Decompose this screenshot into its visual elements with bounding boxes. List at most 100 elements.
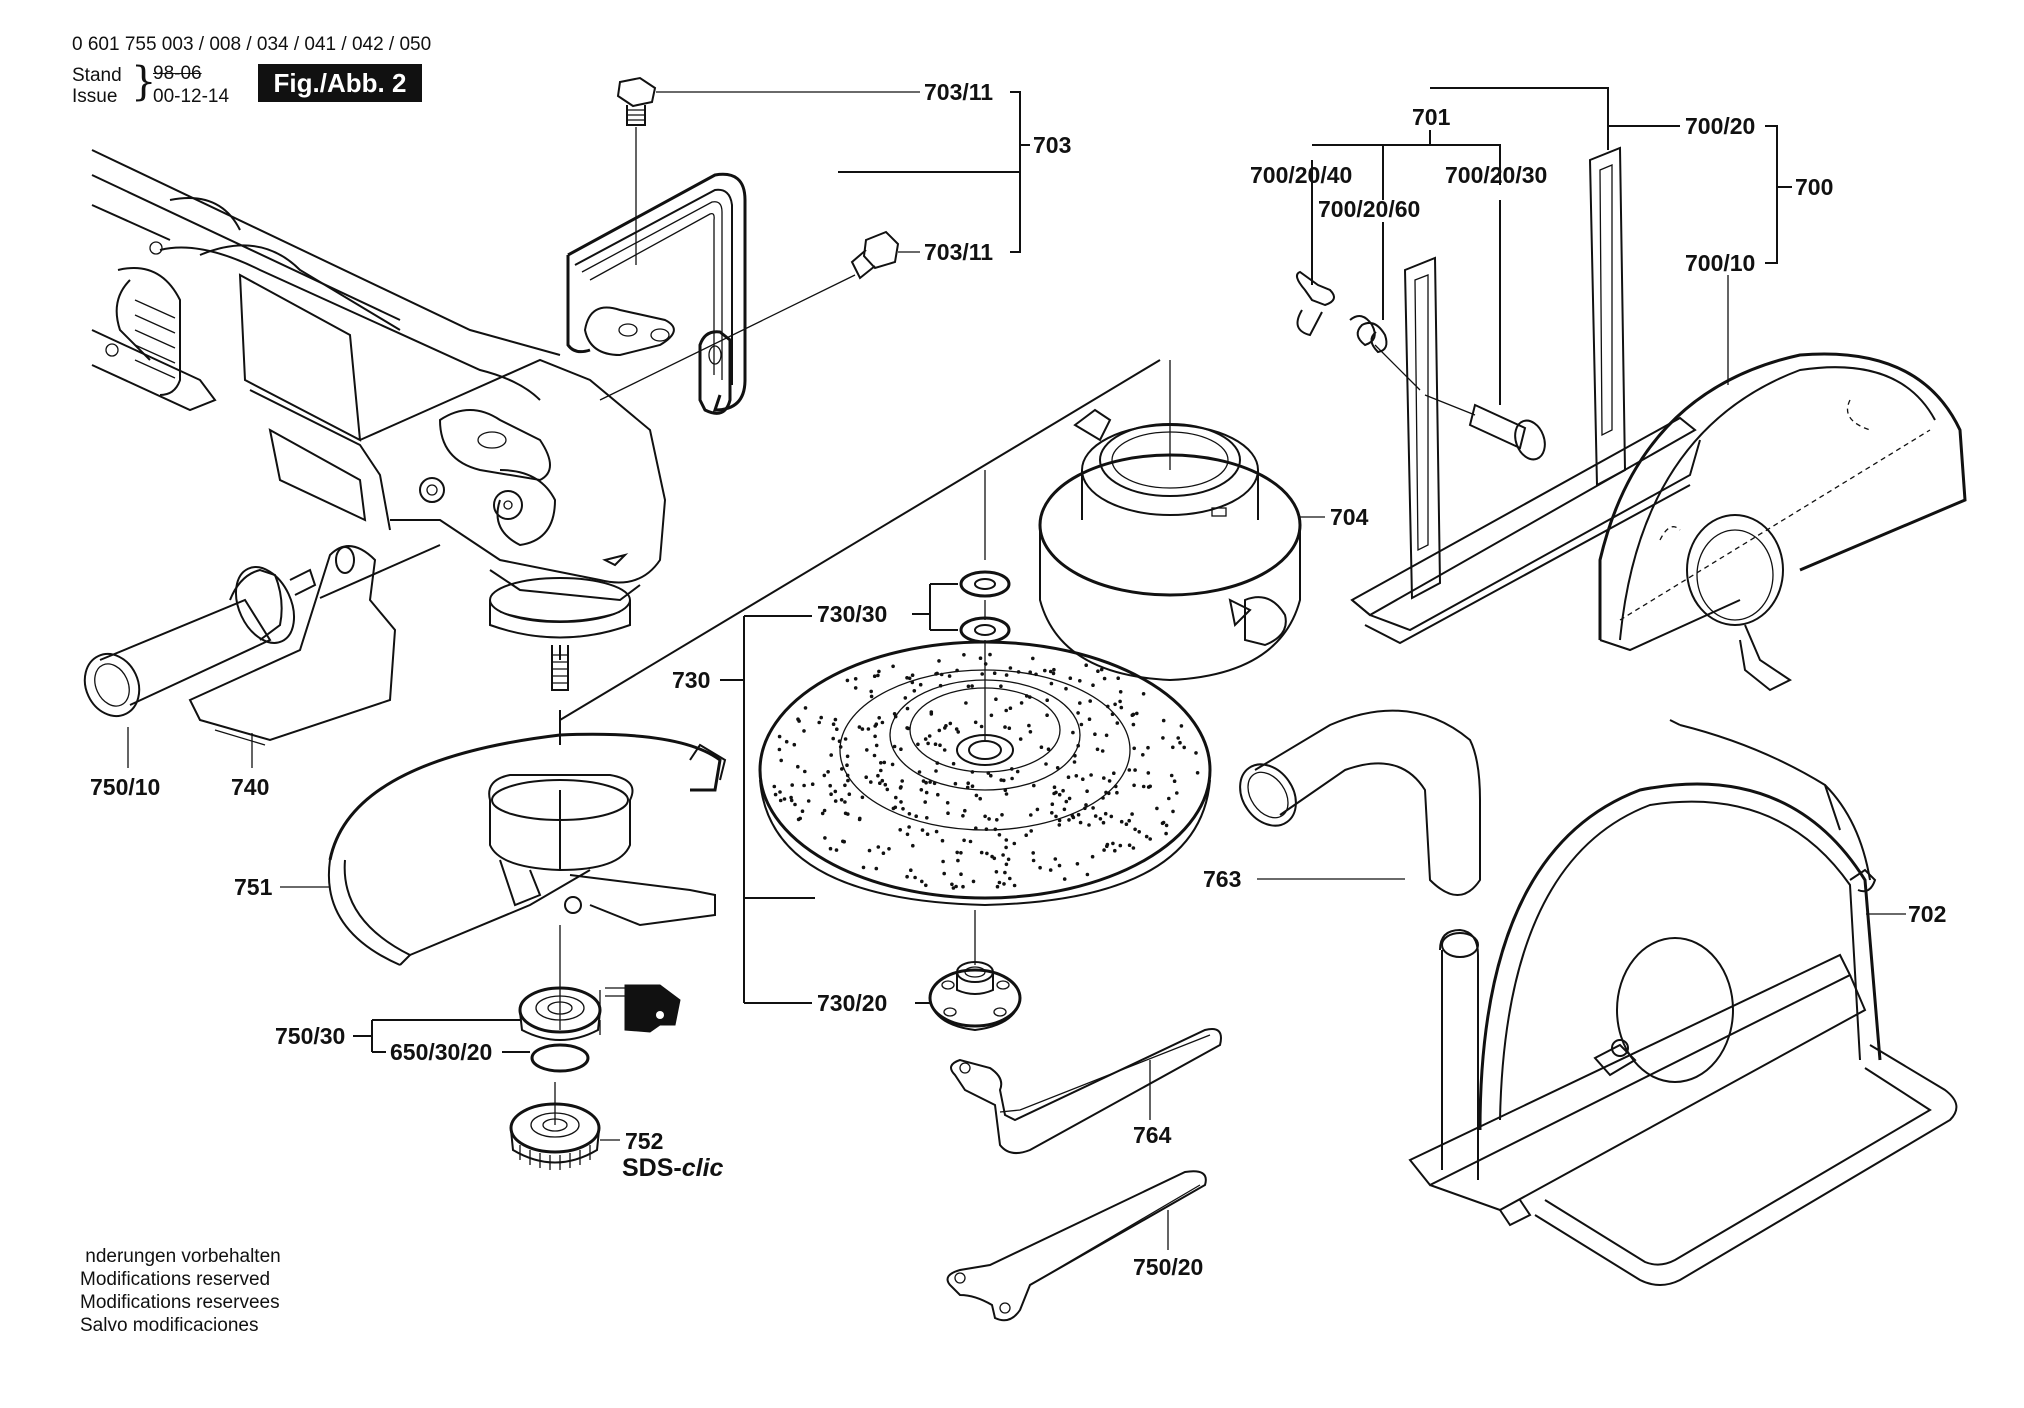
- perforation-dot: [839, 798, 844, 802]
- perforation-dot: [933, 742, 938, 746]
- perforation-dot: [986, 771, 991, 775]
- part-label-703: 703: [1033, 132, 1072, 158]
- perforation-dot: [940, 838, 945, 843]
- perforation-dot: [1115, 790, 1119, 795]
- perforation-dot: [1102, 776, 1106, 780]
- perforation-dot: [882, 760, 887, 765]
- perforation-dot: [1057, 792, 1062, 797]
- perforation-dot: [1172, 779, 1177, 783]
- callout-bracket-730: [720, 615, 930, 1004]
- perforation-dot: [1132, 746, 1136, 751]
- perforation-dot: [1055, 766, 1060, 770]
- perforation-dot: [912, 689, 917, 693]
- perforation-dot: [956, 730, 960, 734]
- perforation-dot: [999, 778, 1003, 782]
- model-numbers: 0 601 755 003 / 008 / 034 / 041 / 042 / …: [72, 34, 432, 55]
- perforation-dot: [1112, 771, 1116, 775]
- perforation-dot: [898, 828, 902, 832]
- o-ring: [530, 1043, 590, 1073]
- perforation-dot: [838, 745, 843, 749]
- perforation-dot: [935, 761, 940, 765]
- perforation-dot: [923, 737, 928, 741]
- perforation-dot: [1008, 666, 1013, 670]
- perforation-dot: [1072, 760, 1077, 764]
- figure-label: Fig./Abb. 2: [258, 64, 422, 102]
- wrench-750-20: [946, 1170, 1207, 1322]
- perforation-dot: [1088, 699, 1092, 703]
- perforation-dot: [993, 827, 998, 832]
- perforation-dot: [1028, 730, 1033, 734]
- perforation-dot: [920, 828, 925, 832]
- perforation-dot: [1164, 831, 1168, 836]
- perforation-dot: [1004, 862, 1009, 867]
- perforation-dot: [826, 770, 830, 774]
- perforation-dot: [919, 788, 924, 792]
- sds-clic-prefix: SDS-: [622, 1154, 682, 1182]
- perforation-dot: [1008, 876, 1012, 881]
- perforation-dot: [916, 742, 920, 747]
- issue-date: 00-12-14: [153, 86, 230, 107]
- old-date: 98-06: [153, 63, 202, 84]
- cutting-guard: [1598, 352, 1967, 692]
- perforation-dot: [1043, 668, 1047, 673]
- perforation-dot: [928, 780, 932, 784]
- perforation-dot: [1104, 790, 1108, 795]
- perforation-dot: [923, 800, 927, 804]
- perforation-dot: [777, 734, 782, 739]
- protective-guard: [327, 732, 727, 966]
- perforation-dot: [961, 814, 965, 818]
- perforation-dot: [948, 721, 953, 726]
- perforation-dot: [1118, 843, 1123, 848]
- perforation-dot: [1012, 883, 1017, 888]
- perforation-dot: [1182, 745, 1186, 750]
- perforation-dot: [1089, 773, 1093, 777]
- perforation-dot: [833, 789, 838, 794]
- perforation-dot: [860, 727, 865, 731]
- perforation-dot: [938, 743, 942, 747]
- perforation-dot: [872, 753, 877, 758]
- perforation-dot: [846, 812, 850, 816]
- perforation-dot: [1076, 812, 1081, 817]
- perforation-dot: [1032, 783, 1036, 788]
- perforation-dot: [861, 865, 866, 870]
- perforation-dot: [938, 683, 943, 688]
- perforation-dot: [1091, 683, 1095, 687]
- perforation-dot: [965, 785, 970, 790]
- perforation-dot: [974, 826, 978, 830]
- disk-perforation-dots: [772, 652, 1200, 890]
- perforation-dot: [1048, 868, 1053, 872]
- perforation-dot: [910, 673, 915, 677]
- perforation-dot: [880, 778, 885, 783]
- perforation-dot: [843, 783, 847, 788]
- perforation-dot: [970, 770, 975, 774]
- perforation-dot: [918, 682, 923, 687]
- perforation-dot: [900, 779, 904, 783]
- perforation-dot: [778, 790, 782, 794]
- perforation-dot: [1052, 667, 1056, 672]
- perforation-dot: [1099, 667, 1104, 672]
- perforation-dot: [883, 782, 888, 787]
- perforation-dot: [924, 780, 928, 785]
- perforation-dot: [1103, 811, 1108, 816]
- perforation-dot: [831, 736, 835, 741]
- cutting-guard-with-guide-frame: [1408, 719, 1958, 1286]
- perforation-dot: [1051, 671, 1056, 676]
- perforation-dot: [914, 814, 918, 818]
- perforation-dot: [1161, 820, 1166, 825]
- perforation-dot: [997, 880, 1002, 885]
- perforation-dot: [829, 792, 833, 796]
- perforation-dot: [1167, 796, 1171, 801]
- perforation-dot: [1004, 838, 1009, 842]
- notice-spanish: Salvo modificaciones: [80, 1315, 259, 1336]
- perforation-dot: [1010, 776, 1014, 781]
- perforation-dot: [1078, 701, 1082, 705]
- perforation-dot: [892, 744, 897, 749]
- perforation-dot: [954, 884, 958, 889]
- perforation-dot: [1076, 711, 1080, 715]
- perforation-dot: [1048, 669, 1053, 674]
- perforation-dot: [1067, 796, 1072, 801]
- perforation-dot: [907, 812, 912, 816]
- perforation-dot: [840, 767, 844, 771]
- perforation-dot: [865, 748, 869, 752]
- perforation-dot: [1155, 806, 1159, 811]
